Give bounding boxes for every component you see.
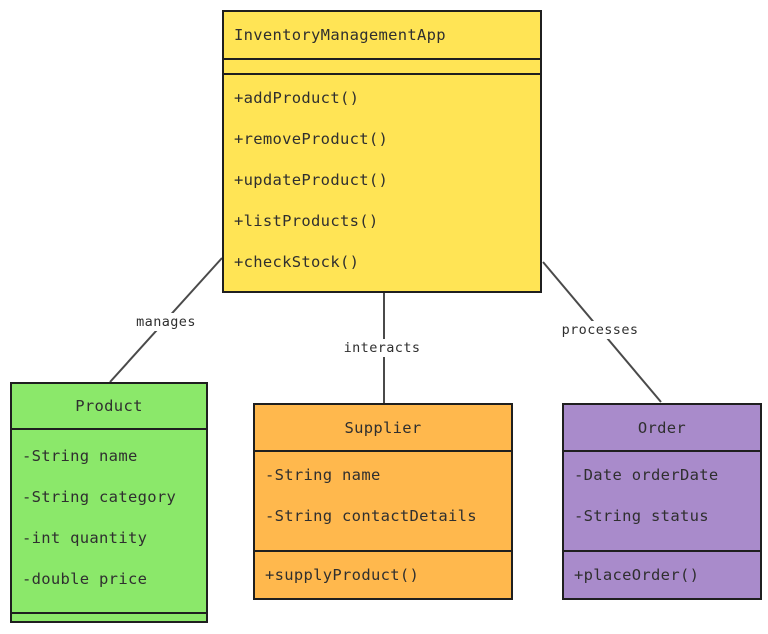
attribute-item: -String name (265, 465, 381, 484)
method-item: +checkStock() (234, 252, 360, 271)
attribute-item: -double price (22, 569, 148, 588)
method-item: +listProducts() (234, 211, 379, 230)
relationship-label-manages: manages (132, 313, 200, 331)
relationship-label-processes: processes (557, 321, 643, 339)
method-item: +addProduct() (234, 88, 360, 107)
relationship-label-interacts: interacts (339, 339, 425, 357)
methods-section: +supplyProduct() (255, 550, 511, 598)
class-title: Product (75, 397, 143, 415)
class-box-order: Order -Date orderDate -String status +pl… (562, 403, 762, 600)
attribute-item: -String category (22, 487, 177, 506)
attribute-item: -String status (574, 506, 709, 525)
method-item: +placeOrder() (574, 565, 700, 584)
method-item: +updateProduct() (234, 170, 389, 189)
attributes-section: -String name -String contactDetails (255, 450, 511, 550)
attribute-item: -String contactDetails (265, 506, 477, 525)
class-title: Supplier (344, 418, 422, 437)
methods-section: +addProduct() +removeProduct() +updatePr… (224, 73, 540, 291)
class-box-inventory-management-app: InventoryManagementApp +addProduct() +re… (222, 10, 542, 293)
class-title: Order (637, 418, 687, 437)
class-title: InventoryManagementApp (234, 26, 446, 44)
class-box-supplier: Supplier -String name -String contactDet… (253, 403, 513, 600)
attribute-item: -Date orderDate (574, 465, 719, 484)
attributes-section: -Date orderDate -String status (564, 450, 760, 550)
methods-section-empty (12, 612, 206, 621)
method-item: +supplyProduct() (265, 565, 420, 584)
attribute-item: -String name (22, 446, 138, 465)
attribute-item: -int quantity (22, 528, 148, 547)
attributes-section-empty (224, 58, 540, 73)
method-item: +removeProduct() (234, 129, 389, 148)
class-box-product: Product -String name -String category -i… (10, 382, 208, 623)
attributes-section: -String name -String category -int quant… (12, 428, 206, 612)
methods-section: +placeOrder() (564, 550, 760, 598)
